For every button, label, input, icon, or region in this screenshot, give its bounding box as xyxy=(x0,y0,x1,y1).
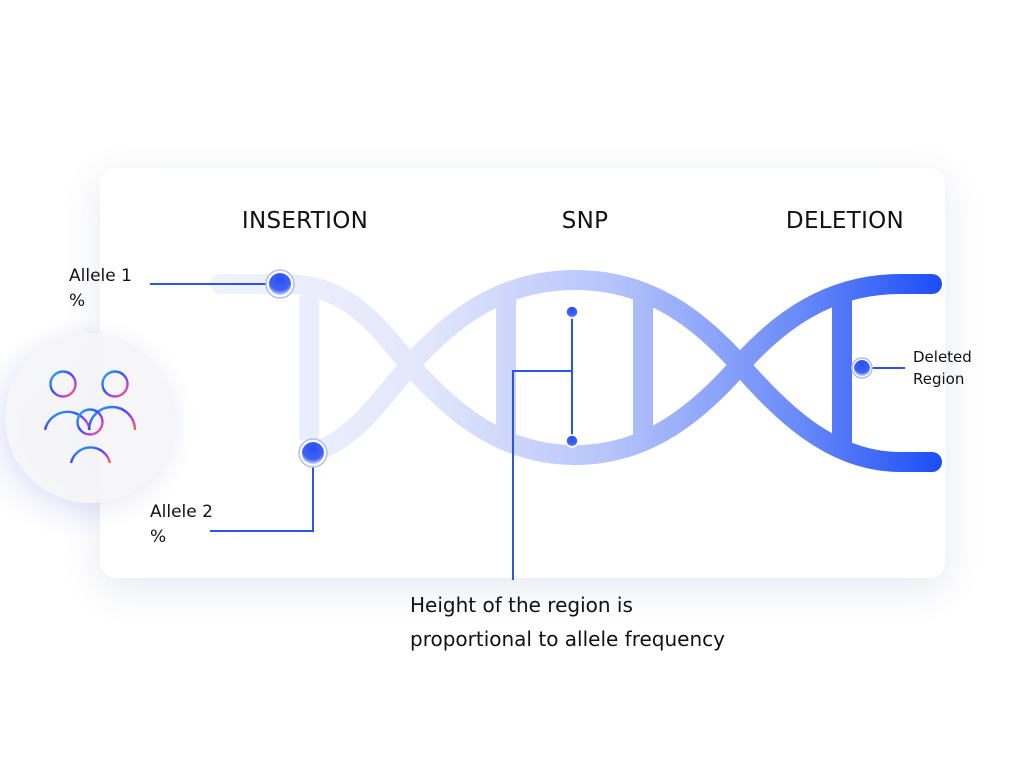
allele2-leader xyxy=(210,462,314,532)
snp-leader xyxy=(512,312,573,580)
allele2-label: Allele 2 % xyxy=(150,500,213,550)
people-badge xyxy=(5,333,175,503)
deleted-label-line2: Region xyxy=(913,370,965,388)
allele2-label-line: Allele 2 xyxy=(150,502,213,522)
note-line1: Height of the region is xyxy=(410,593,633,617)
dna-strand-2 xyxy=(300,269,942,472)
deleted-label-line1: Deleted xyxy=(913,348,972,366)
dna-rung xyxy=(299,296,852,452)
note-line2: proportional to allele frequency xyxy=(410,627,725,651)
allele1-label-line: Allele 1 xyxy=(69,266,132,286)
allele1-label: Allele 1 % xyxy=(69,264,132,314)
heading-snp: SNP xyxy=(561,208,609,234)
snp-node-bottom xyxy=(565,434,579,448)
frequency-note: Height of the region is proportional to … xyxy=(410,588,725,656)
deleted-region-label: Deleted Region xyxy=(913,346,972,390)
heading-insertion: INSERTION xyxy=(241,208,369,234)
allele1-percent: % xyxy=(69,291,86,311)
snp-node-top xyxy=(565,305,579,319)
people-group-icon xyxy=(43,370,137,464)
heading-deletion: DELETION xyxy=(785,208,905,234)
nodes xyxy=(265,269,873,468)
dna-strand-1 xyxy=(210,274,942,466)
diagram-card xyxy=(100,168,945,578)
allele2-percent: % xyxy=(150,527,167,547)
